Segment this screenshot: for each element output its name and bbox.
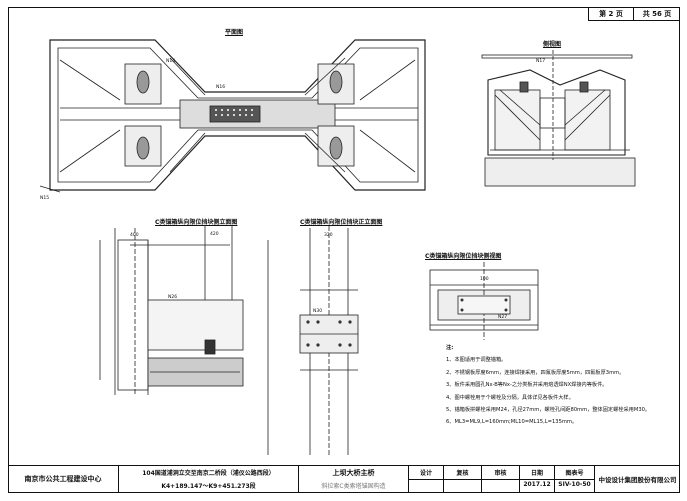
label-n27: N27 (498, 314, 507, 320)
elevation-front (267, 226, 359, 455)
design-cell: 设计 (408, 466, 443, 493)
review-label: 审核 (494, 470, 507, 477)
dim-320: 320 (324, 232, 333, 238)
drawing-no-value: SIV-10-50 (558, 481, 591, 488)
drawing-no-label: 图表号 (565, 470, 584, 477)
label-n16: N16 (216, 84, 225, 90)
dim-420: 420 (210, 231, 219, 237)
check-cell: 复核 (443, 466, 481, 493)
plan-view (39, 39, 426, 193)
side-view (481, 50, 636, 187)
date-label: 日期 (530, 470, 543, 477)
dim-400: 400 (130, 232, 139, 238)
note-item: 4、图中螺栓用于个螺栓及分隔，具体详见各板件大样。 (446, 394, 574, 401)
side-view-title: 侧视图 (543, 41, 562, 48)
org-name: 南京市公共工程建设中心 (24, 475, 102, 483)
page-total: 共 56 页 (633, 7, 680, 21)
note-item: 5、锚箱板拼螺栓采用M24，孔径27mm，螺栓孔间距80mm，整体固定螺栓采用M… (446, 407, 651, 414)
note-item: 6、ML3=ML9,L=160mm;ML10=ML15,L=135mm。 (446, 419, 578, 426)
note-item: 3、板件采用圆孔Nx-B等Nx-之分类板并采用熔透焊NX焊接内等板件。 (446, 382, 608, 389)
drawing-frame (8, 7, 680, 493)
note-item: 1、本图适用于调整锚箱。 (446, 357, 507, 364)
elev-front-title: C类锚箱纵向限位挡块正立面图 (300, 219, 383, 226)
elevation-side-view (429, 262, 539, 340)
dim-100: 100 (480, 276, 489, 282)
notes-heading: 注: (446, 345, 454, 351)
date-value: 2017.12 (523, 481, 551, 488)
project-cell: 104国道浦洞立交至南京二桥段（浦仪公路西段） K4+189.147～K9+45… (118, 466, 298, 493)
label-n14: N14 (166, 58, 175, 64)
plan-view-title: 平面图 (225, 29, 244, 36)
title-block: 南京市公共工程建设中心 104国道浦洞立交至南京二桥段（浦仪公路西段） K4+1… (8, 465, 680, 493)
drawing-title-cell: 上坝大桥主桥 斜拉索C类索塔锚固构造 (298, 466, 408, 493)
elev-side-view-title: C类锚箱纵向限位挡块侧视图 (425, 253, 502, 260)
label-n26: N26 (168, 294, 177, 300)
page-number: 第 2 页 (588, 7, 633, 21)
drawing-no-cell: 图表号 SIV-10-50 (554, 466, 594, 493)
design-label: 设计 (419, 470, 432, 477)
project-line2: K4+189.147～K9+451.273段 (161, 483, 256, 490)
project-line1: 104国道浦洞立交至南京二桥段（浦仪公路西段） (142, 470, 275, 477)
drawing-title2: 斜拉索C类索塔锚固构造 (321, 483, 386, 490)
elevation-side (99, 225, 244, 395)
label-n30: N30 (313, 308, 322, 314)
label-n15: N15 (40, 195, 49, 201)
notes-block: 注: 1、本图适用于调整锚箱。 2、不锈钢板厚度6mm，连接焊接采用，四氟板厚度… (446, 342, 670, 429)
review-cell: 审核 (481, 466, 519, 493)
label-n17: N17 (536, 58, 545, 64)
date-cell: 日期 2017.12 (519, 466, 554, 493)
drawing-title1: 上坝大桥主桥 (332, 469, 375, 477)
org-cell: 南京市公共工程建设中心 (8, 466, 118, 493)
check-label: 复核 (456, 470, 469, 477)
company-name: 中设设计集团股份有限公司 (598, 476, 677, 484)
note-item: 2、不锈钢板厚度6mm，连接焊接采用，四氟板厚度5mm，四氟板厚3mm。 (446, 369, 625, 376)
elev-side-title: C类锚箱纵向限位挡块侧立面图 (155, 219, 238, 226)
company-cell: 中设设计集团股份有限公司 (594, 466, 680, 493)
